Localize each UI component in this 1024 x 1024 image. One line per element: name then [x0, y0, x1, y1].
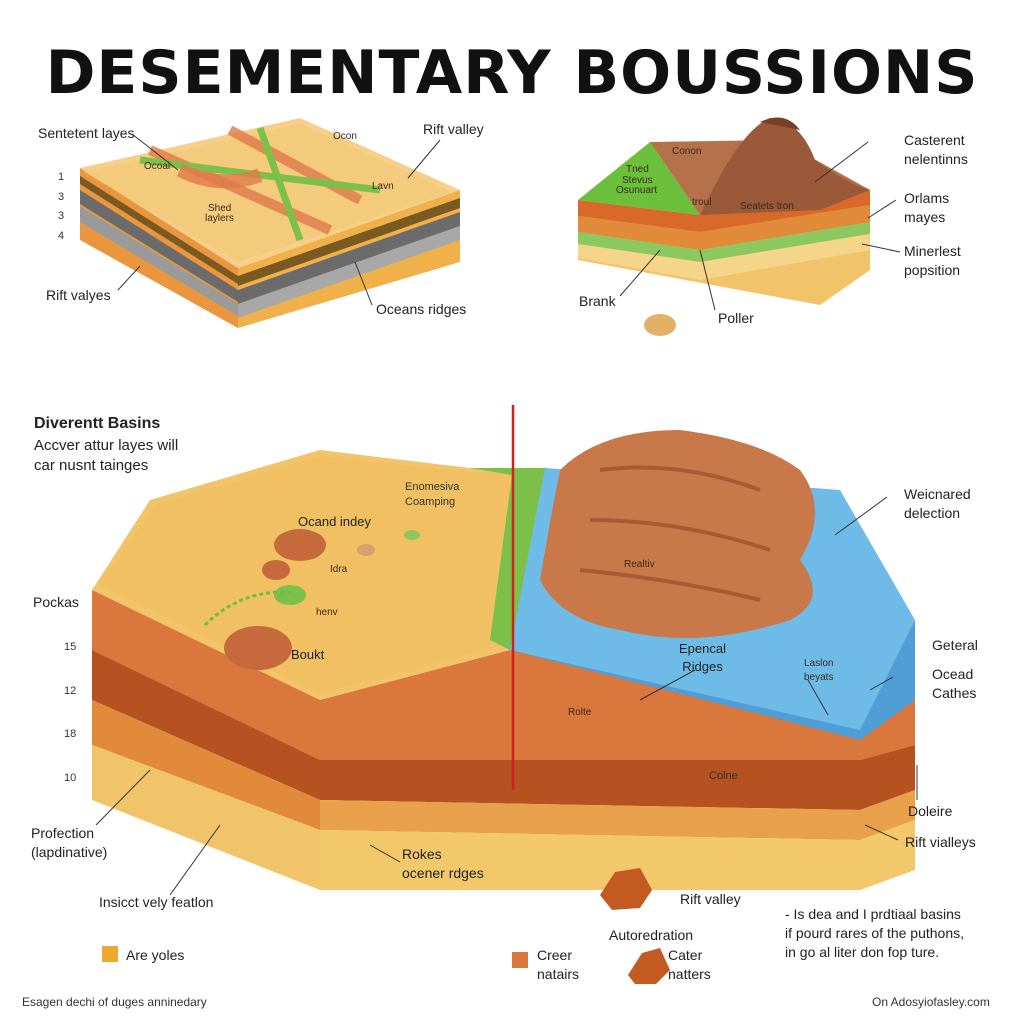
- label-rift-valley: Rift valley: [423, 121, 484, 137]
- rock-icon: [600, 868, 652, 910]
- top-right-block: [578, 117, 870, 336]
- label-weicnared: Weicnared delection: [904, 486, 971, 521]
- label-colne: Colne: [709, 770, 738, 782]
- label-rolte: Rolte: [568, 707, 592, 718]
- depth-tick: 12: [64, 685, 77, 697]
- inner-label: Seatets tron: [740, 201, 794, 212]
- label-rokes: Rokes ocener rdges: [402, 846, 484, 881]
- label-sediment-layers: Sentetent layes: [38, 125, 135, 141]
- label-autoredration: Autoredration: [609, 927, 694, 943]
- label-orlams-mayes: Orlams mayes: [904, 190, 950, 225]
- label-oceans-ridges: Oceans ridges: [376, 301, 467, 317]
- legend-creer-natairs: Creer natairs: [537, 947, 580, 982]
- inner-label: Tned: [626, 164, 649, 175]
- label-minerlest-popsition: Minerlest popsition: [904, 243, 961, 278]
- legend-are-yoles: Are yoles: [126, 947, 185, 963]
- main-block: [92, 405, 915, 890]
- label-idra: Idra: [330, 564, 348, 575]
- label-casterent: Casterent nelentinns: [904, 132, 968, 167]
- layer-number: 1: [58, 171, 65, 183]
- label-ocand-indey: Ocand indey: [298, 514, 371, 529]
- legend-swatch-brown: [512, 952, 528, 968]
- label-profection: Profection (lapdinative): [31, 825, 108, 860]
- inner-label: Ocon: [333, 131, 357, 142]
- depth-tick: 15: [64, 641, 77, 653]
- section-subheading: Accver attur layes will car nusnt tainge…: [34, 437, 179, 475]
- top-left-block: [80, 118, 460, 328]
- label-doleire: Doleire: [908, 803, 953, 819]
- label-laslon: Laslon beyats: [804, 658, 834, 683]
- label-brank: Brank: [579, 293, 616, 309]
- layer-number: 4: [58, 230, 65, 242]
- label-geteral: Geteral: [932, 637, 978, 653]
- label-epencal-ridges: Epencal Ridges: [679, 641, 726, 674]
- footer-source: On Adosyiofasley.com: [872, 995, 990, 1009]
- label-poller: Poller: [718, 310, 754, 326]
- layer-number: 3: [58, 210, 65, 222]
- label-henv: henv: [316, 607, 338, 618]
- layer-number: 3: [58, 191, 65, 203]
- inner-label: Ocoai: [144, 161, 171, 172]
- label-pockas: Pockas: [33, 594, 79, 610]
- inner-label: Conon: [672, 146, 702, 157]
- inner-label: Shed: [208, 203, 232, 214]
- section-heading: Diverentt Basins: [34, 415, 161, 432]
- label-boukt: Boukt: [291, 647, 325, 662]
- inner-label: Stevus: [622, 175, 653, 186]
- inner-label: troul: [692, 197, 712, 208]
- footnote-text: - Is dea and I prdtiaal basins if pourd …: [785, 906, 964, 960]
- inner-label: Osunuart: [616, 185, 658, 196]
- depth-tick: 10: [64, 772, 77, 784]
- label-rift-valyes: Rift valyes: [46, 287, 111, 303]
- footer-caption: Esagen dechi of duges anninedary: [22, 995, 207, 1009]
- page-title: DESEMENTARY BOUSSIONS: [45, 38, 979, 108]
- legend-swatch-yellow: [102, 946, 118, 962]
- inner-label: laylers: [205, 213, 234, 224]
- inner-label: Lavn: [372, 181, 394, 192]
- label-rift-valley-bottom: Rift valley: [680, 891, 741, 907]
- label-enomesiva-coamping: Enomesiva Coamping: [405, 481, 460, 508]
- label-rift-vialleys: Rift vialleys: [905, 834, 976, 850]
- rock-icon: [628, 948, 670, 984]
- depth-tick: 18: [64, 728, 77, 740]
- label-insicct: Insicct vely featlon: [99, 894, 214, 910]
- label-realtiv: Realtiv: [624, 559, 655, 570]
- label-ocead-cathes: Ocead Cathes: [932, 666, 977, 701]
- label-cater-natters: Cater natters: [668, 947, 711, 982]
